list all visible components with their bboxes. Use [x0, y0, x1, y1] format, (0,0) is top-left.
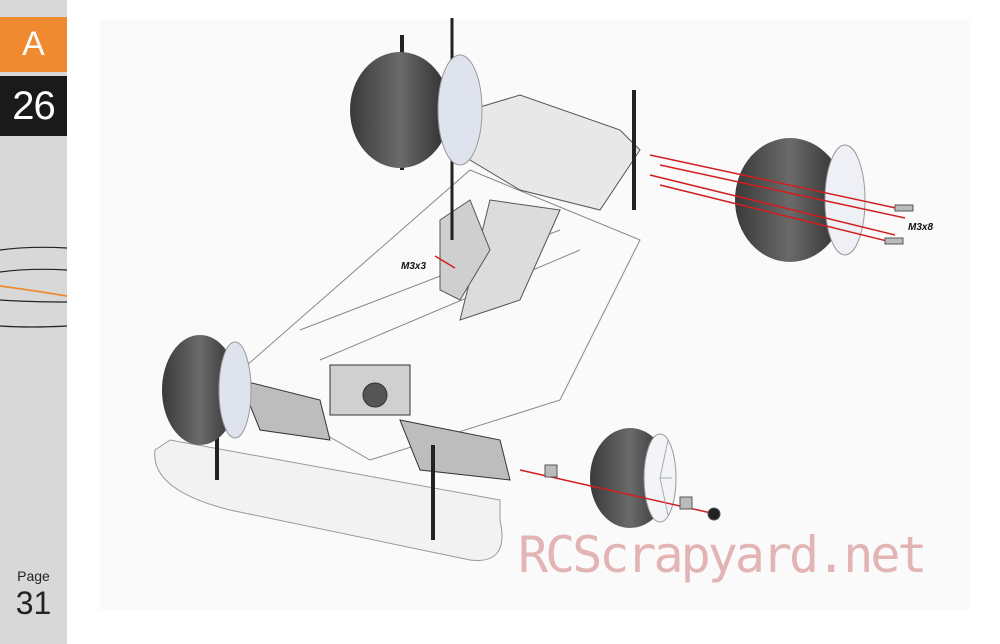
front-left-tire — [162, 335, 252, 445]
section-letter-badge: A — [0, 17, 67, 72]
rear-left-tire — [350, 52, 483, 168]
front-right-rim-spokes — [659, 439, 672, 516]
chassis-assembly-drawing — [100, 18, 970, 610]
step-number-badge: 26 — [0, 76, 67, 136]
sidebar-decorative-swooshes — [0, 246, 67, 328]
wheel-screws — [544, 204, 914, 521]
callout-m3x3: M3x3 — [401, 261, 427, 272]
front-suspension — [239, 364, 511, 481]
watermark-text: RCScrapyard.net — [518, 526, 928, 584]
front-bumper — [154, 439, 503, 561]
page-number: 31 — [15, 585, 52, 621]
page-label: Page — [17, 568, 50, 584]
callout-m3x8: M3x8 — [908, 222, 934, 233]
